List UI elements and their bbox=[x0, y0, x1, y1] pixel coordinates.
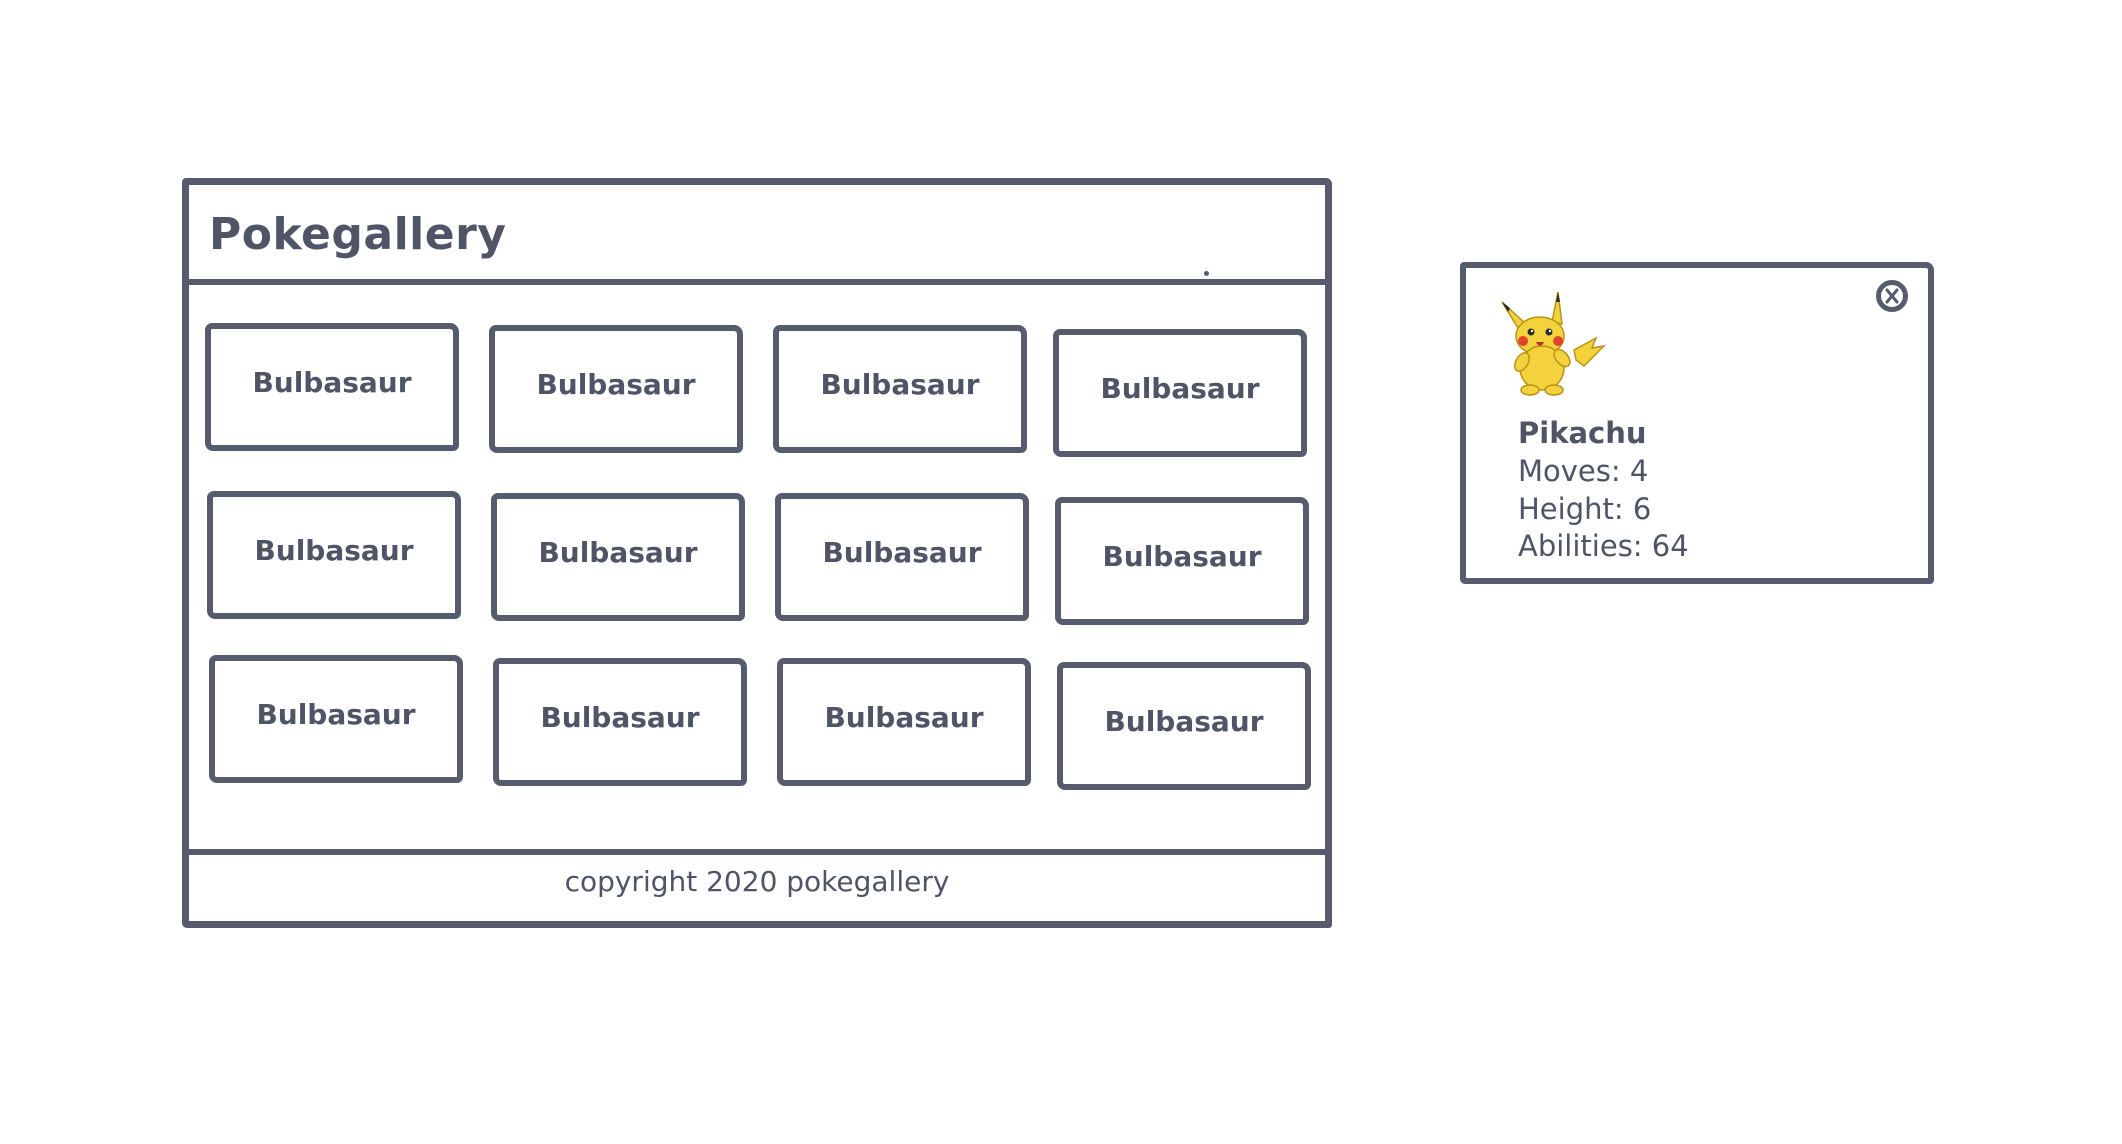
pokemon-card-label: Bulbasaur bbox=[1102, 539, 1262, 573]
pokemon-card-label: Bulbasaur bbox=[540, 700, 700, 734]
pokemon-detail-popup: Pikachu Moves: 4 Height: 6 Abilities: 64 bbox=[1460, 262, 1934, 584]
pokemon-card-label: Bulbasaur bbox=[1100, 371, 1260, 405]
app-title: Pokegallery bbox=[209, 209, 507, 260]
pokemon-card[interactable]: Bulbasaur bbox=[209, 655, 463, 783]
copyright-text: copyright 2020 pokegallery bbox=[564, 865, 950, 898]
header-mark bbox=[1204, 271, 1209, 276]
pokemon-card-label: Bulbasaur bbox=[824, 700, 984, 734]
pokemon-card[interactable]: Bulbasaur bbox=[777, 658, 1031, 786]
pokemon-card-label: Bulbasaur bbox=[820, 367, 980, 401]
pokemon-grid: Bulbasaur Bulbasaur Bulbasaur Bulbasaur … bbox=[189, 285, 1325, 845]
pokemon-card-label: Bulbasaur bbox=[254, 533, 414, 567]
pokemon-moves: Moves: 4 bbox=[1518, 454, 1649, 488]
close-icon[interactable] bbox=[1876, 280, 1908, 312]
pokemon-card[interactable]: Bulbasaur bbox=[205, 323, 459, 451]
pokemon-card[interactable]: Bulbasaur bbox=[491, 493, 745, 621]
pokemon-card[interactable]: Bulbasaur bbox=[775, 493, 1029, 621]
pokemon-card[interactable]: Bulbasaur bbox=[489, 325, 743, 453]
pokemon-card[interactable]: Bulbasaur bbox=[1055, 497, 1309, 625]
pokemon-card[interactable]: Bulbasaur bbox=[1057, 662, 1311, 790]
pokemon-card-label: Bulbasaur bbox=[256, 697, 416, 731]
pokemon-height: Height: 6 bbox=[1518, 492, 1652, 526]
pokemon-card-label: Bulbasaur bbox=[1104, 704, 1264, 738]
pikachu-sprite-icon bbox=[1496, 288, 1607, 398]
pokemon-card[interactable]: Bulbasaur bbox=[1053, 329, 1307, 457]
pokemon-card[interactable]: Bulbasaur bbox=[207, 491, 461, 619]
pokemon-card-label: Bulbasaur bbox=[252, 365, 412, 399]
pokemon-card[interactable]: Bulbasaur bbox=[493, 658, 747, 786]
pokemon-abilities: Abilities: 64 bbox=[1518, 529, 1689, 563]
pokemon-card-label: Bulbasaur bbox=[536, 367, 696, 401]
app-header: Pokegallery bbox=[189, 185, 1325, 285]
pokemon-name: Pikachu bbox=[1518, 416, 1647, 450]
pokemon-card[interactable]: Bulbasaur bbox=[773, 325, 1027, 453]
app-footer: copyright 2020 pokegallery bbox=[189, 849, 1325, 921]
gallery-window: Pokegallery Bulbasaur Bulbasaur Bulbasau… bbox=[182, 178, 1332, 928]
pokemon-card-label: Bulbasaur bbox=[538, 535, 698, 569]
pokemon-card-label: Bulbasaur bbox=[822, 535, 982, 569]
